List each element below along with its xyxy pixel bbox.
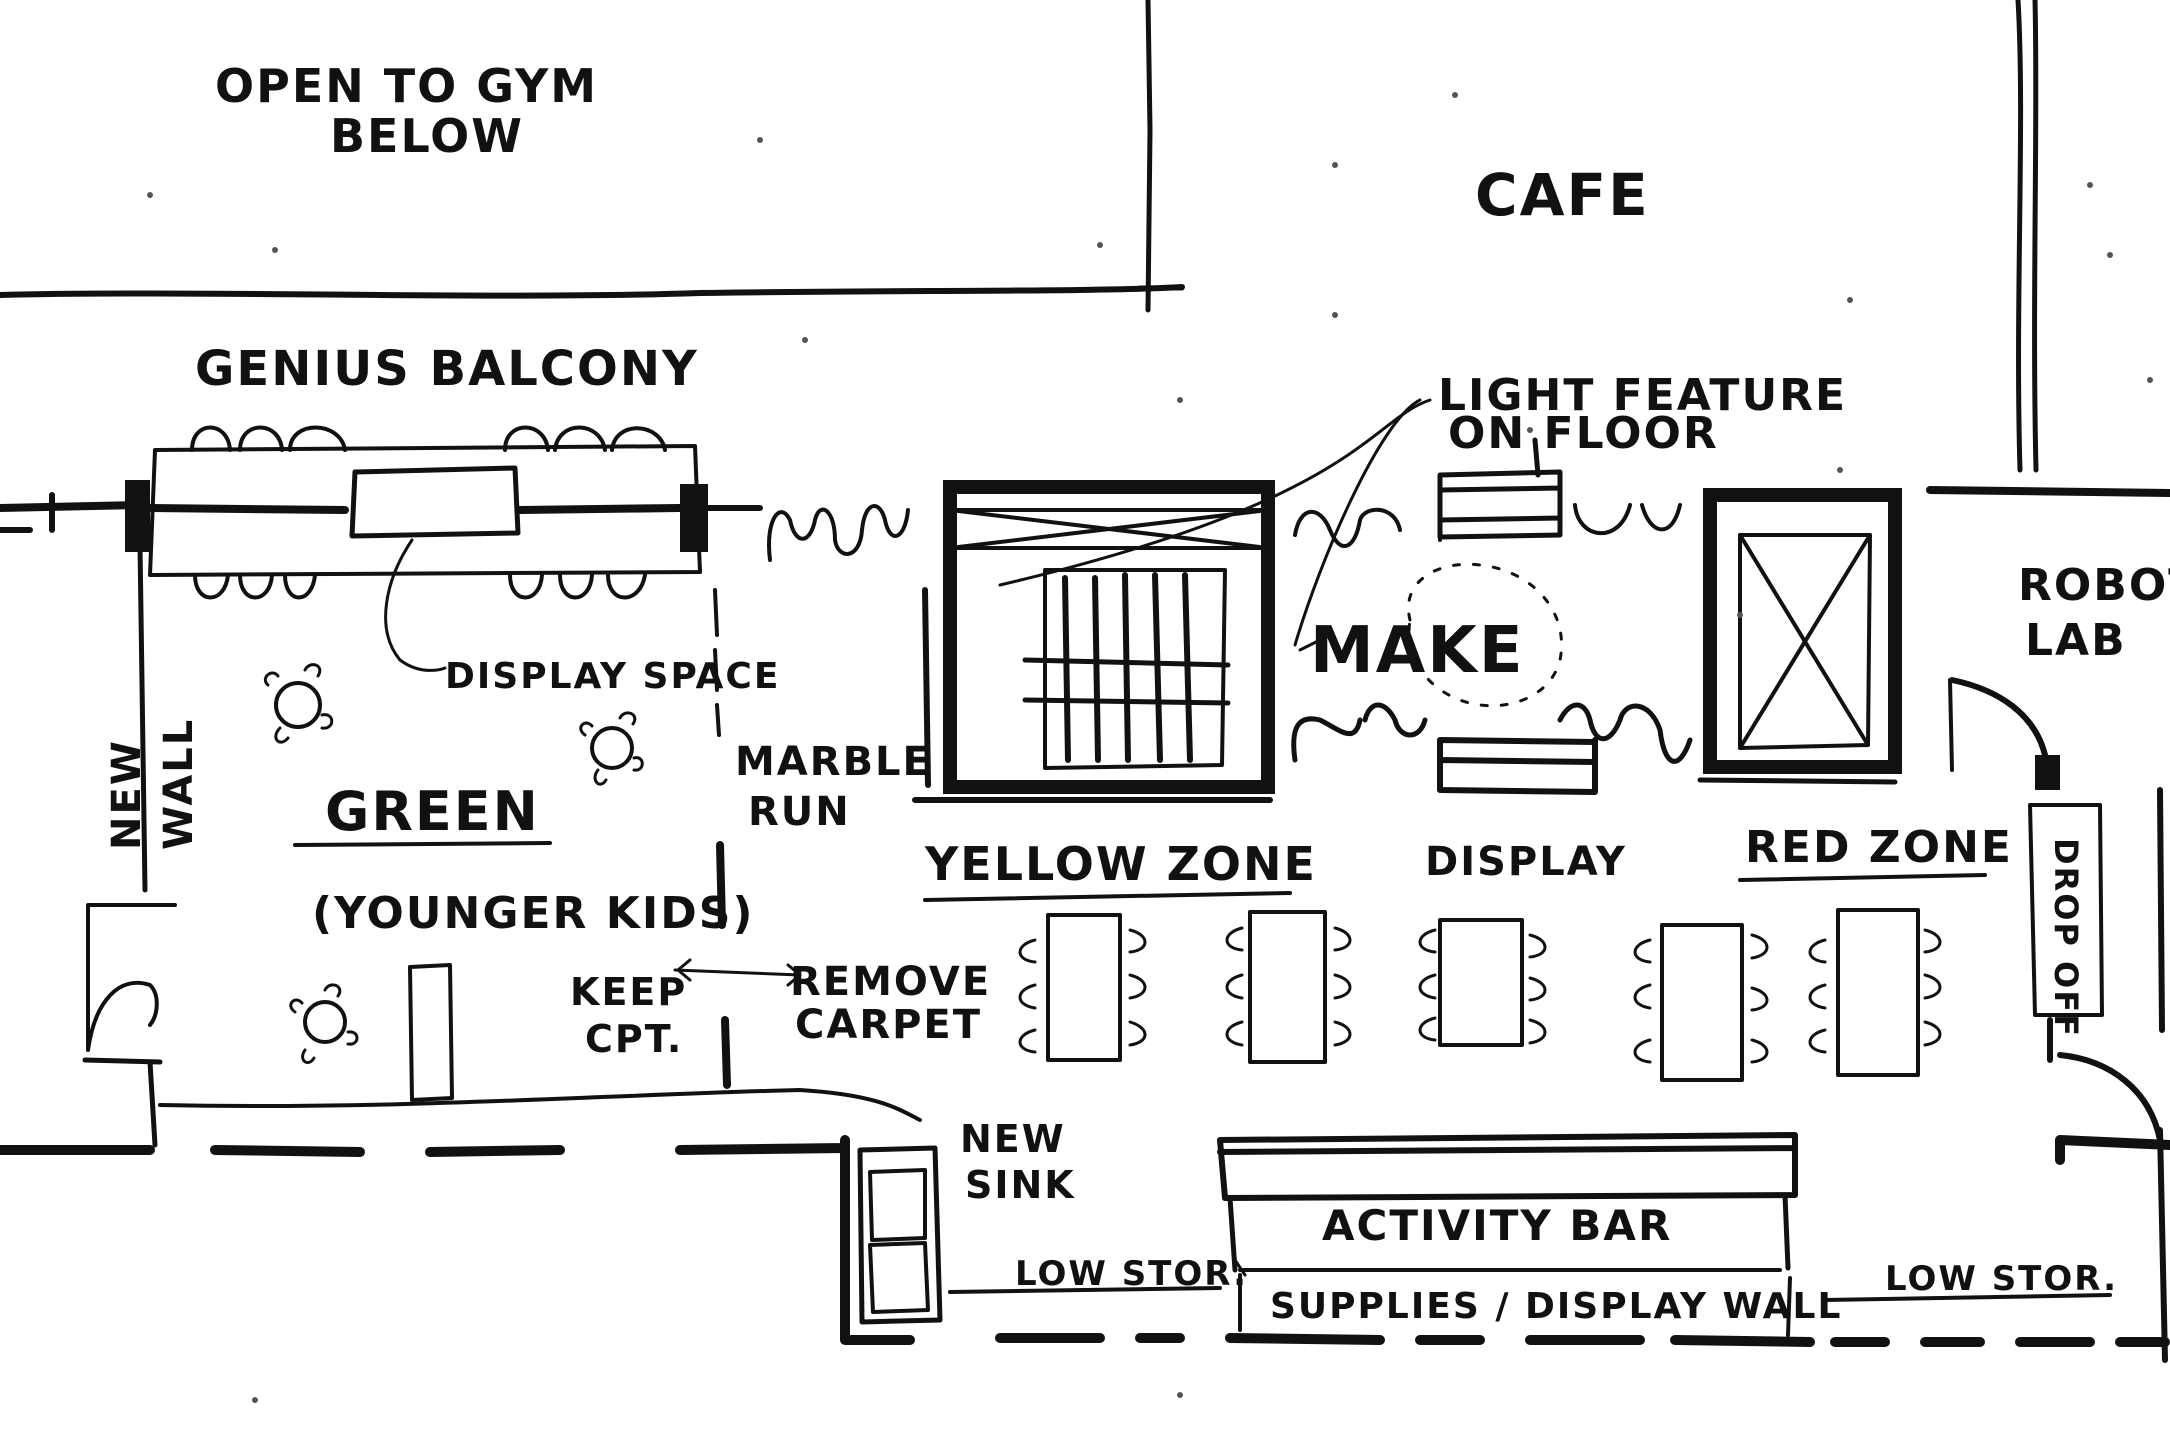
label-display: DISPLAY: [1425, 839, 1627, 885]
round-table-1: [263, 663, 334, 744]
label-lab: LAB: [2025, 615, 2127, 666]
drop-off-box: [2028, 803, 2104, 1017]
label-remove: REMOVE: [790, 959, 991, 1005]
label-drop-off: DROP OFF: [2047, 838, 2085, 1038]
table-5: [1808, 908, 1942, 1077]
round-table-2: [579, 711, 644, 786]
table-3: [1418, 918, 1547, 1047]
central-walls: [767, 398, 1902, 803]
label-carpet: CARPET: [795, 1002, 982, 1048]
zone-tables: [1018, 908, 1942, 1082]
label-activity-bar: ACTIVITY BAR: [1322, 1201, 1672, 1250]
activity-bar-top: [1217, 1132, 1798, 1201]
label-new-sink-sink: SINK: [965, 1163, 1076, 1207]
label-yellow-zone: YELLOW ZONE: [924, 837, 1317, 891]
display-space-box: [349, 465, 521, 539]
scan-speckles: [147, 92, 2153, 1403]
gym-cafe-boundaries: [0, 0, 2039, 473]
red-core-elevator: [1703, 488, 1902, 774]
label-open-to-gym-below: BELOW: [330, 109, 524, 163]
green-zone-table: [408, 963, 454, 1102]
label-new-wall-wall: WALL: [156, 718, 202, 850]
label-open-to-gym: OPEN TO GYM: [215, 59, 598, 113]
label-cafe: CAFE: [1475, 161, 1650, 229]
label-younger-kids: (YOUNGER KIDS): [312, 888, 755, 939]
label-supplies-display-wall: SUPPLIES / DISPLAY WALL: [1270, 1286, 1842, 1327]
round-table-3: [289, 983, 359, 1064]
yellow-core-stair: [943, 480, 1275, 794]
south-wall: [0, 1132, 2170, 1347]
label-keep: KEEP: [570, 970, 687, 1014]
table-4: [1633, 923, 1769, 1082]
label-light-feature-on-floor: ON FLOOR: [1448, 408, 1719, 459]
label-low-stor-right: LOW STOR.: [1885, 1259, 2118, 1299]
north-wall: [0, 480, 2170, 552]
genius-balcony: [148, 425, 702, 672]
label-red-zone: RED ZONE: [1745, 822, 2013, 873]
label-cpt: CPT.: [585, 1017, 683, 1061]
label-display-space: DISPLAY SPACE: [445, 656, 780, 697]
new-sink-basins: [868, 1168, 930, 1314]
label-genius-balcony: GENIUS BALCONY: [195, 341, 699, 397]
north-wall-pier-right: [680, 484, 708, 552]
green-zone: [82, 542, 922, 1148]
north-wall-pier-left: [125, 480, 150, 552]
label-new-sink-new: NEW: [960, 1117, 1066, 1161]
label-green: GREEN: [325, 780, 540, 843]
label-new-wall-new: NEW: [104, 739, 150, 850]
new-sink-counter: [857, 1145, 943, 1325]
label-underlines: [293, 841, 1987, 902]
label-light-feature: LIGHT FEATURE: [1438, 370, 1847, 421]
label-make: MAKE: [1310, 614, 1525, 688]
table-1: [1018, 913, 1147, 1062]
table-2: [1225, 910, 1352, 1064]
robot-lab-area: [1948, 677, 2170, 1363]
labels: OPEN TO GYM BELOW CAFE GENIUS BALCONY LI…: [104, 59, 2170, 1327]
label-run: RUN: [748, 789, 851, 835]
label-low-stor-left: LOW STOR.: [1015, 1254, 1248, 1294]
activity-bar-sides: [1227, 1192, 1791, 1273]
label-robot: ROBOT: [2018, 560, 2170, 611]
drop-off-pier: [2035, 755, 2060, 790]
label-marble: MARBLE: [735, 739, 932, 785]
